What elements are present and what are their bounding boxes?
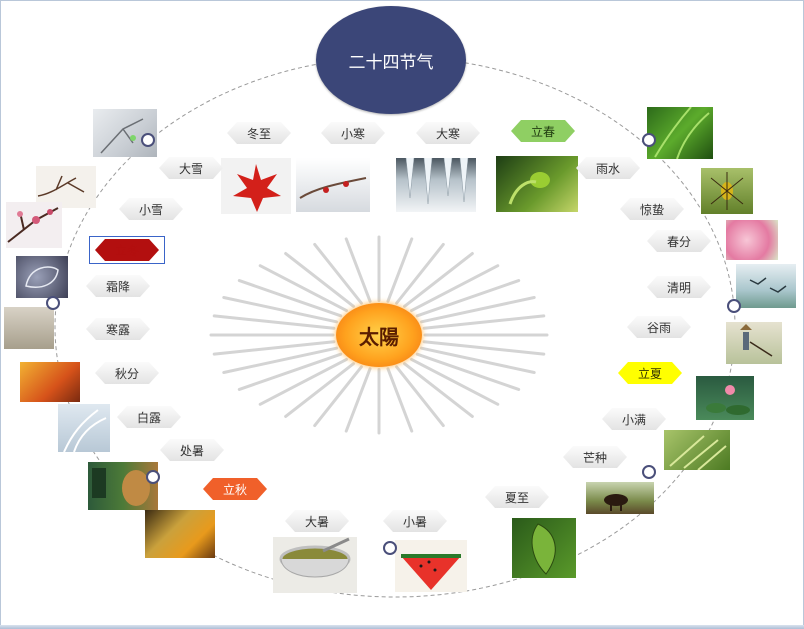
photo-frozen-leaf [16, 256, 68, 298]
term-mangzhong: 芒种 [563, 446, 627, 468]
photo-lotus [696, 376, 754, 420]
photo-icicles [396, 158, 476, 212]
sun-ray [284, 362, 355, 418]
sun-ray [419, 295, 536, 324]
term-daxue: 大雪 [159, 157, 223, 179]
photo-chushu-poster [88, 462, 158, 510]
term-chushu: 处暑 [160, 439, 224, 461]
term-xiazhi: 夏至 [485, 486, 549, 508]
photo-maple-branch [145, 510, 215, 558]
sun-ray [422, 340, 546, 356]
sun-ray [212, 314, 336, 330]
sun-ray [410, 357, 500, 406]
photo-snow-berries [296, 158, 370, 212]
photo-farmer [726, 322, 782, 364]
photo-plum-blossom [6, 202, 62, 248]
photo-wheat [664, 430, 730, 470]
term-bailu: 白露 [117, 406, 181, 428]
photo-sprout [496, 156, 578, 212]
photo-watermelon [395, 540, 467, 592]
photo-autumn-leaves [20, 362, 80, 402]
term-dongzhi: 冬至 [227, 122, 291, 144]
title-circle: 二十四节气 [316, 6, 466, 114]
sun-ray [222, 346, 339, 375]
term-dashu: 大暑 [285, 510, 349, 532]
photo-pink-flowers [726, 220, 778, 260]
term-shuangjiang: 霜降 [86, 275, 150, 297]
sun-ray [212, 340, 336, 356]
photo-reed-grass [58, 404, 110, 452]
photo-red-maple [221, 158, 291, 214]
term-hanlu: 寒露 [86, 318, 150, 340]
term-xiaoxue: 小雪 [119, 198, 183, 220]
sun-center: 太陽 [336, 303, 422, 367]
term-qingming: 清明 [647, 276, 711, 298]
sun-ray [258, 357, 348, 406]
orbit-node-nw [141, 133, 155, 147]
sun-ray [415, 279, 521, 318]
sun-ray [386, 367, 414, 433]
selection-box[interactable] [89, 236, 165, 264]
sun-ray [395, 365, 445, 428]
sun-ray [344, 367, 372, 433]
orbit-node-e [727, 299, 741, 313]
photo-green-leaves [647, 107, 713, 159]
sun-ray [313, 365, 363, 428]
term-lichun: 立春 [511, 120, 575, 142]
photo-swallows [736, 264, 796, 308]
photo-dewy-field [4, 307, 54, 349]
sun-ray [222, 295, 339, 324]
sun-ray [395, 242, 445, 305]
sun-ray [237, 279, 343, 318]
term-jingzhe: 惊蛰 [620, 198, 684, 220]
sun-ray [313, 242, 363, 305]
sun-ray [284, 252, 355, 308]
sun-ray [419, 346, 536, 375]
orbit-node-sw [146, 470, 160, 484]
sun-ray [422, 314, 546, 330]
term-lidong[interactable]: 立冬 [95, 239, 159, 261]
sun-ray [415, 352, 521, 391]
term-guyu: 谷雨 [627, 316, 691, 338]
term-xiaohan: 小寒 [321, 122, 385, 144]
sun-ray [237, 352, 343, 391]
term-qiufen: 秋分 [95, 362, 159, 384]
term-yushui: 雨水 [576, 157, 640, 179]
photo-mung-bean-soup [273, 537, 357, 593]
photo-ox-plowing [586, 482, 654, 514]
term-xiaoshu: 小暑 [383, 510, 447, 532]
term-xiaoman: 小满 [602, 408, 666, 430]
term-dahan: 大寒 [416, 122, 480, 144]
sun-ray [258, 264, 348, 313]
sun-ray [403, 362, 474, 418]
sun-ray [410, 264, 500, 313]
orbit-node-ne [642, 133, 656, 147]
frame-bottom-edge [0, 625, 804, 629]
photo-bitter-melon [512, 518, 576, 578]
orbit-node-se [642, 465, 656, 479]
sun-ray [386, 237, 414, 303]
term-chunfen: 春分 [647, 230, 711, 252]
orbit-node-s [383, 541, 397, 555]
term-lixia: 立夏 [618, 362, 682, 384]
sun-ray [344, 237, 372, 303]
photo-spider [701, 168, 753, 214]
orbit-node-w [46, 296, 60, 310]
sun-ray [403, 252, 474, 308]
term-liqiu: 立秋 [203, 478, 267, 500]
photo-frost-twig [36, 166, 96, 208]
